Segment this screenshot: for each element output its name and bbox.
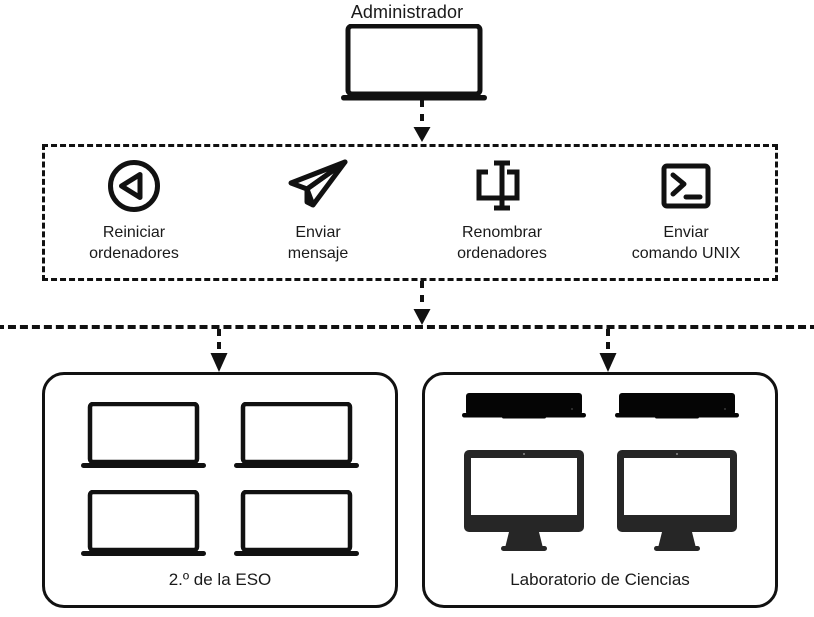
device-laptop[interactable] (220, 481, 373, 569)
actions-panel (42, 144, 778, 281)
device-grid (45, 375, 395, 605)
admin-laptop-icon (341, 23, 487, 104)
connector-divider-to-room-right (594, 329, 622, 375)
section-divider (0, 325, 814, 329)
action-label: Renombrar ordenadores (457, 224, 547, 262)
device-laptop-closed[interactable] (447, 393, 600, 449)
action-renombrar-ordenadores[interactable]: Renombrar ordenadores (416, 158, 588, 264)
device-grid (425, 375, 775, 605)
device-laptop[interactable] (67, 481, 220, 569)
device-laptop[interactable] (220, 393, 373, 481)
terminal-icon (658, 158, 714, 214)
room-laboratorio-de-ciencias[interactable]: Laboratorio de Ciencias (422, 372, 778, 608)
room-label: 2.º de la ESO (168, 570, 272, 589)
action-enviar-mensaje[interactable]: Enviar mensaje (232, 158, 404, 264)
action-label: Reiniciar ordenadores (89, 224, 179, 262)
connector-actions-to-divider (407, 281, 437, 327)
room-2o-de-la-eso[interactable]: 2.º de la ESO (42, 372, 398, 608)
device-imac[interactable] (600, 449, 753, 565)
connector-admin-to-actions (407, 100, 437, 144)
action-restart-ordenadores[interactable]: Reiniciar ordenadores (48, 158, 220, 264)
device-laptop[interactable] (67, 393, 220, 481)
room-label: Laboratorio de Ciencias (510, 570, 690, 589)
device-laptop-closed[interactable] (600, 393, 753, 449)
action-label: Enviar comando UNIX (631, 224, 741, 262)
paper-plane-icon (287, 158, 349, 214)
restart-circle-icon (106, 158, 162, 214)
action-label: Enviar mensaje (287, 224, 349, 262)
device-imac[interactable] (447, 449, 600, 565)
rename-textfield-icon (471, 158, 533, 214)
action-enviar-comando-unix[interactable]: Enviar comando UNIX (600, 158, 772, 264)
admin-title: Administrador (350, 2, 464, 22)
connector-divider-to-room-left (205, 329, 233, 375)
actions-row: Reiniciar ordenadores Enviar mensaje (42, 144, 778, 281)
